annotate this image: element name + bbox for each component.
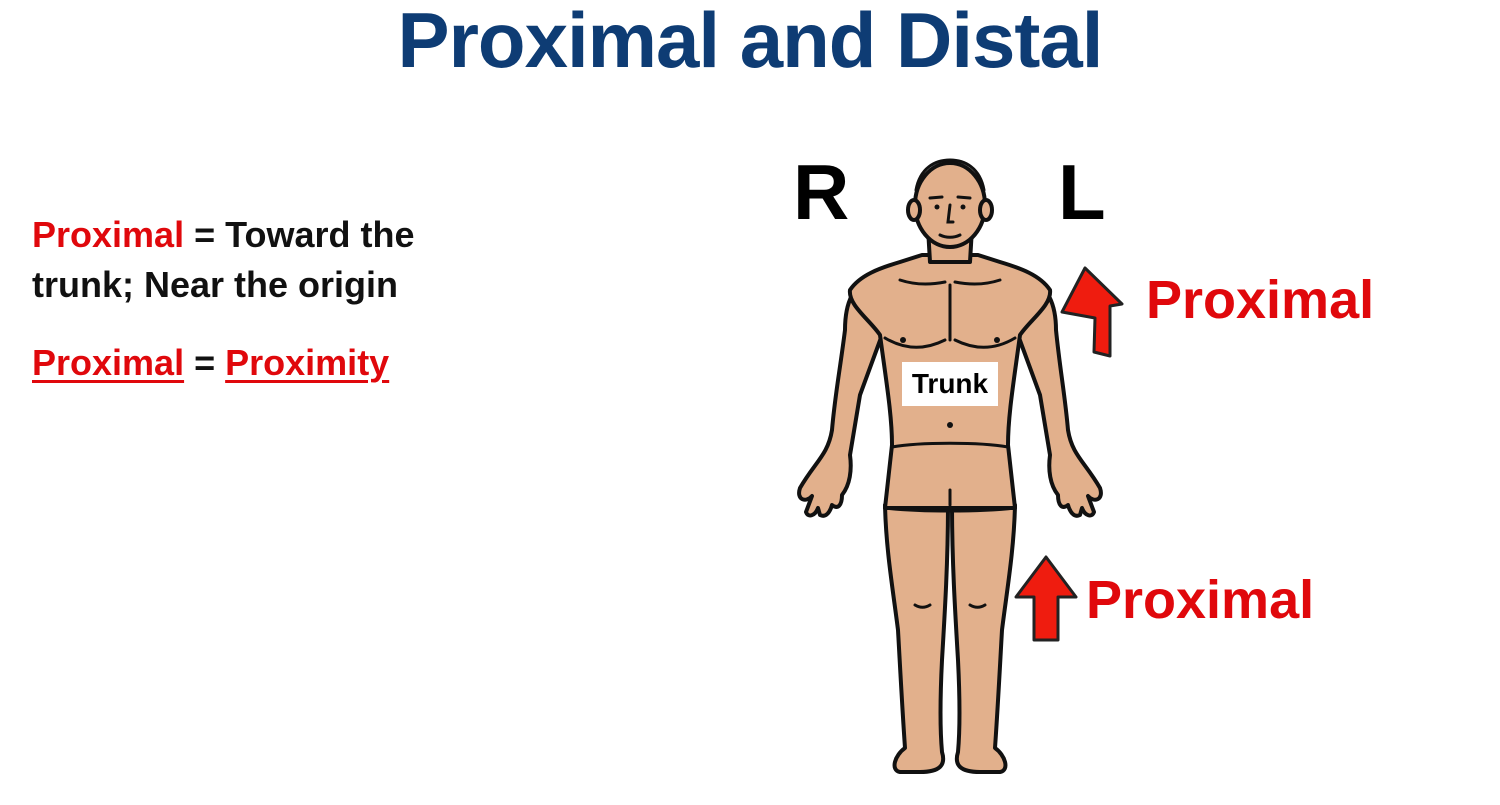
upper-proximal-arrow	[1060, 266, 1124, 358]
proximal-mnemonic: Proximal = Proximity	[32, 338, 389, 388]
eye-left	[960, 204, 966, 210]
right-leg	[883, 503, 950, 774]
mouth	[938, 233, 962, 239]
left-ear	[978, 198, 994, 222]
right-side-label: R	[793, 148, 850, 236]
pec-left	[953, 336, 1017, 349]
right-arm	[797, 276, 884, 518]
trunk-label: Trunk	[902, 362, 998, 406]
left-arm	[1016, 276, 1103, 518]
nose	[946, 203, 955, 224]
collar-left	[953, 278, 1002, 286]
left-side-label: L	[1058, 148, 1106, 236]
lower-arrow-label: Proximal	[1086, 570, 1315, 630]
page-title: Proximal and Distal	[397, 0, 1104, 84]
brow-left	[956, 195, 972, 200]
upper-arrow-label: Proximal	[1146, 270, 1375, 330]
mnemonic-term: Proximal	[32, 342, 185, 383]
lower-proximal-arrow	[1014, 555, 1078, 642]
nipple-right	[900, 337, 906, 343]
knee-right	[913, 603, 932, 609]
thigh-line	[883, 506, 1017, 513]
definition-text-line1: Toward the	[225, 214, 415, 255]
eye-right	[934, 204, 940, 210]
nipple-left	[994, 337, 1000, 343]
proximal-definition: Proximal = Toward the trunk; Near the or…	[32, 210, 552, 310]
brow-right	[928, 195, 944, 200]
mnemonic-word: Proximity	[225, 342, 390, 383]
waistline	[890, 441, 1010, 449]
left-leg	[950, 503, 1017, 774]
pec-right	[883, 336, 947, 349]
definition-equals: =	[194, 214, 216, 255]
mnemonic-equals: =	[194, 342, 216, 383]
definition-text-line2: trunk; Near the origin	[32, 264, 399, 305]
right-ear	[906, 198, 922, 222]
definition-term: Proximal	[32, 214, 185, 255]
collar-right	[898, 278, 947, 286]
hair-line	[914, 158, 986, 192]
navel	[947, 422, 953, 428]
knee-left	[968, 603, 987, 609]
